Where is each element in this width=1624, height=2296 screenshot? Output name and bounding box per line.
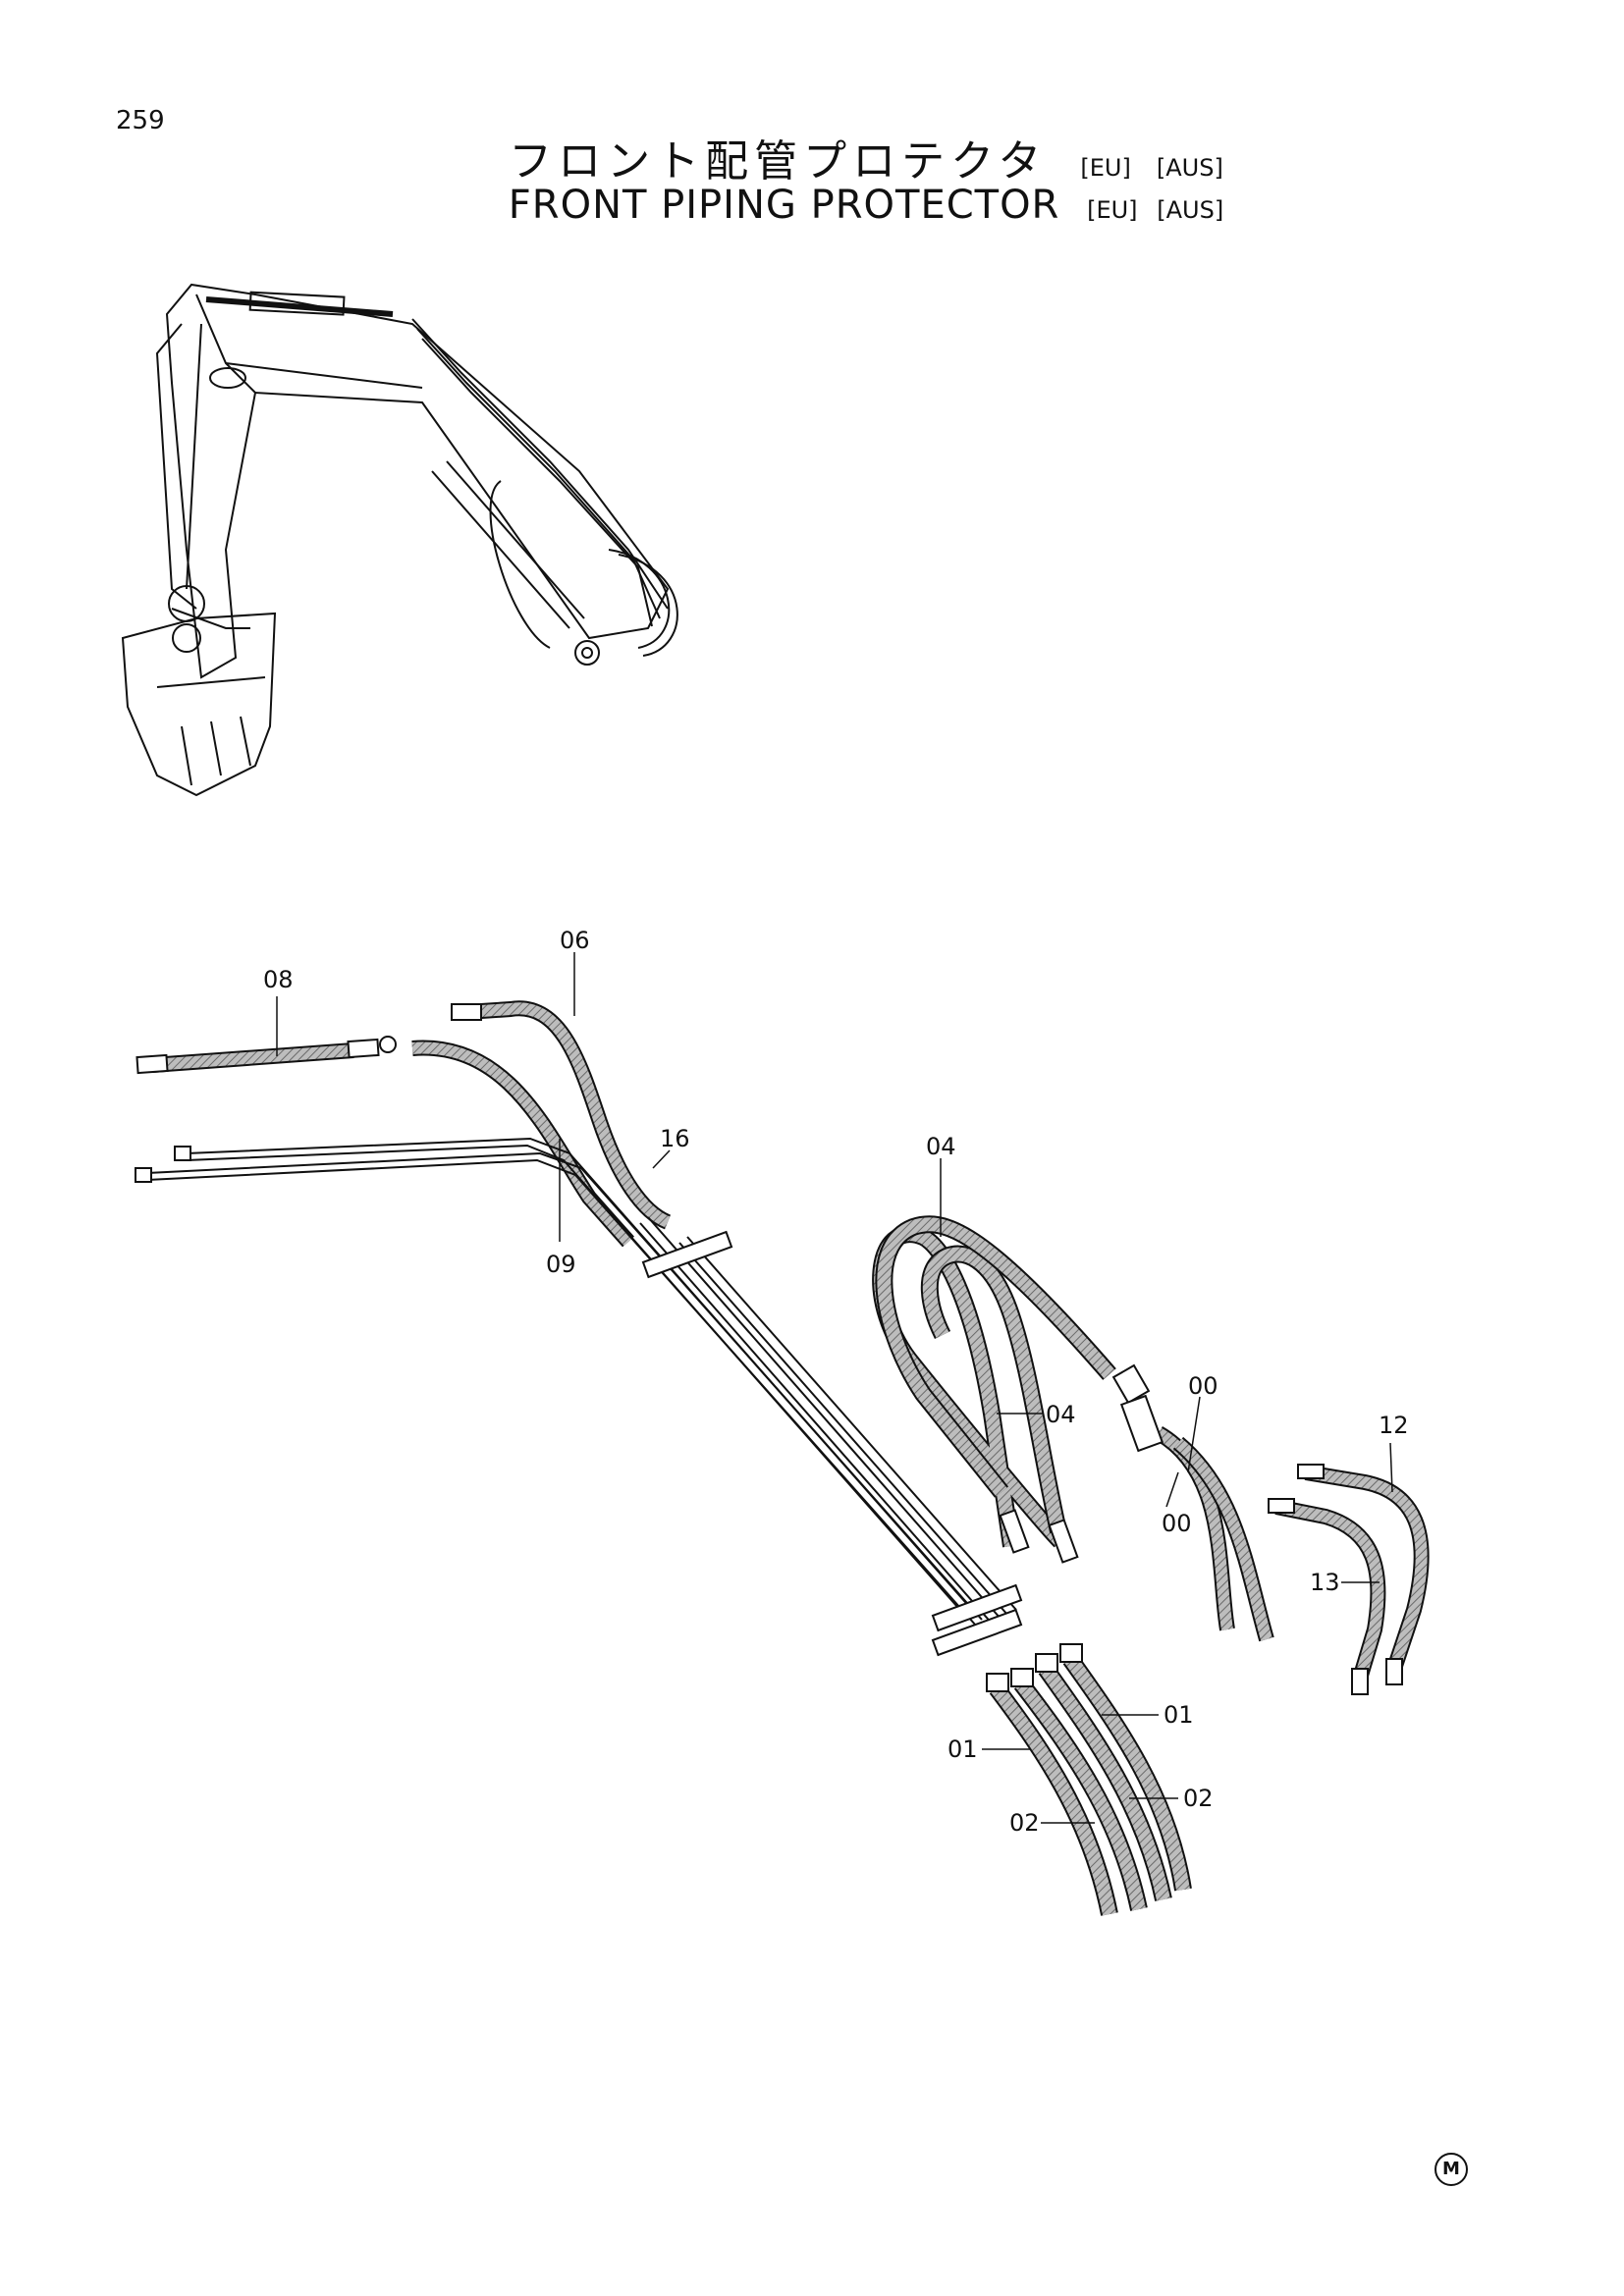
callout-13: 13	[1310, 1569, 1340, 1596]
page-title-japanese: フロント配管プロテクタ [EU] [AUS]	[0, 126, 1624, 188]
callout-16: 16	[660, 1125, 690, 1152]
region-tag-eu: [EU]	[1080, 154, 1131, 182]
leader-lines	[276, 952, 1393, 1824]
hose-06	[451, 1000, 672, 1230]
callout-02-left: 02	[1009, 1809, 1040, 1837]
region-tag-aus: [AUS]	[1157, 196, 1224, 224]
hose-04-pair	[872, 1215, 1151, 1564]
hose-01-02-bundle	[986, 1643, 1192, 1916]
callout-09: 09	[546, 1251, 576, 1278]
hose-00-pair	[1119, 1394, 1274, 1642]
region-tag-aus: [AUS]	[1156, 154, 1223, 182]
callout-06: 06	[560, 927, 590, 954]
page-number: 259	[116, 106, 165, 135]
title-en-text: FRONT PIPING PROTECTOR	[508, 183, 1060, 228]
region-tag-eu: [EU]	[1087, 196, 1138, 224]
hose-09	[411, 1040, 634, 1248]
callout-00-top: 00	[1188, 1372, 1218, 1400]
callout-04-side: 04	[1046, 1401, 1076, 1428]
hose-08	[135, 1036, 397, 1075]
callout-01-right: 01	[1164, 1701, 1194, 1729]
steel-pipes	[135, 1137, 1023, 1657]
page-title-english: FRONT PIPING PROTECTOR [EU] [AUS]	[0, 183, 1624, 228]
callout-01-left: 01	[947, 1735, 978, 1763]
title-jp-text: フロント配管プロテクタ	[509, 136, 1048, 187]
callout-08: 08	[263, 966, 294, 993]
callout-04-top: 04	[926, 1133, 956, 1160]
hose-12-13	[1268, 1464, 1430, 1695]
callout-12: 12	[1379, 1412, 1409, 1439]
callout-02-right: 02	[1183, 1785, 1214, 1812]
excavator-front-overview	[121, 283, 678, 797]
callout-00-bottom: 00	[1162, 1510, 1192, 1537]
piping-exploded-view	[135, 952, 1430, 1916]
manufacturer-mark: M	[1435, 2153, 1468, 2186]
